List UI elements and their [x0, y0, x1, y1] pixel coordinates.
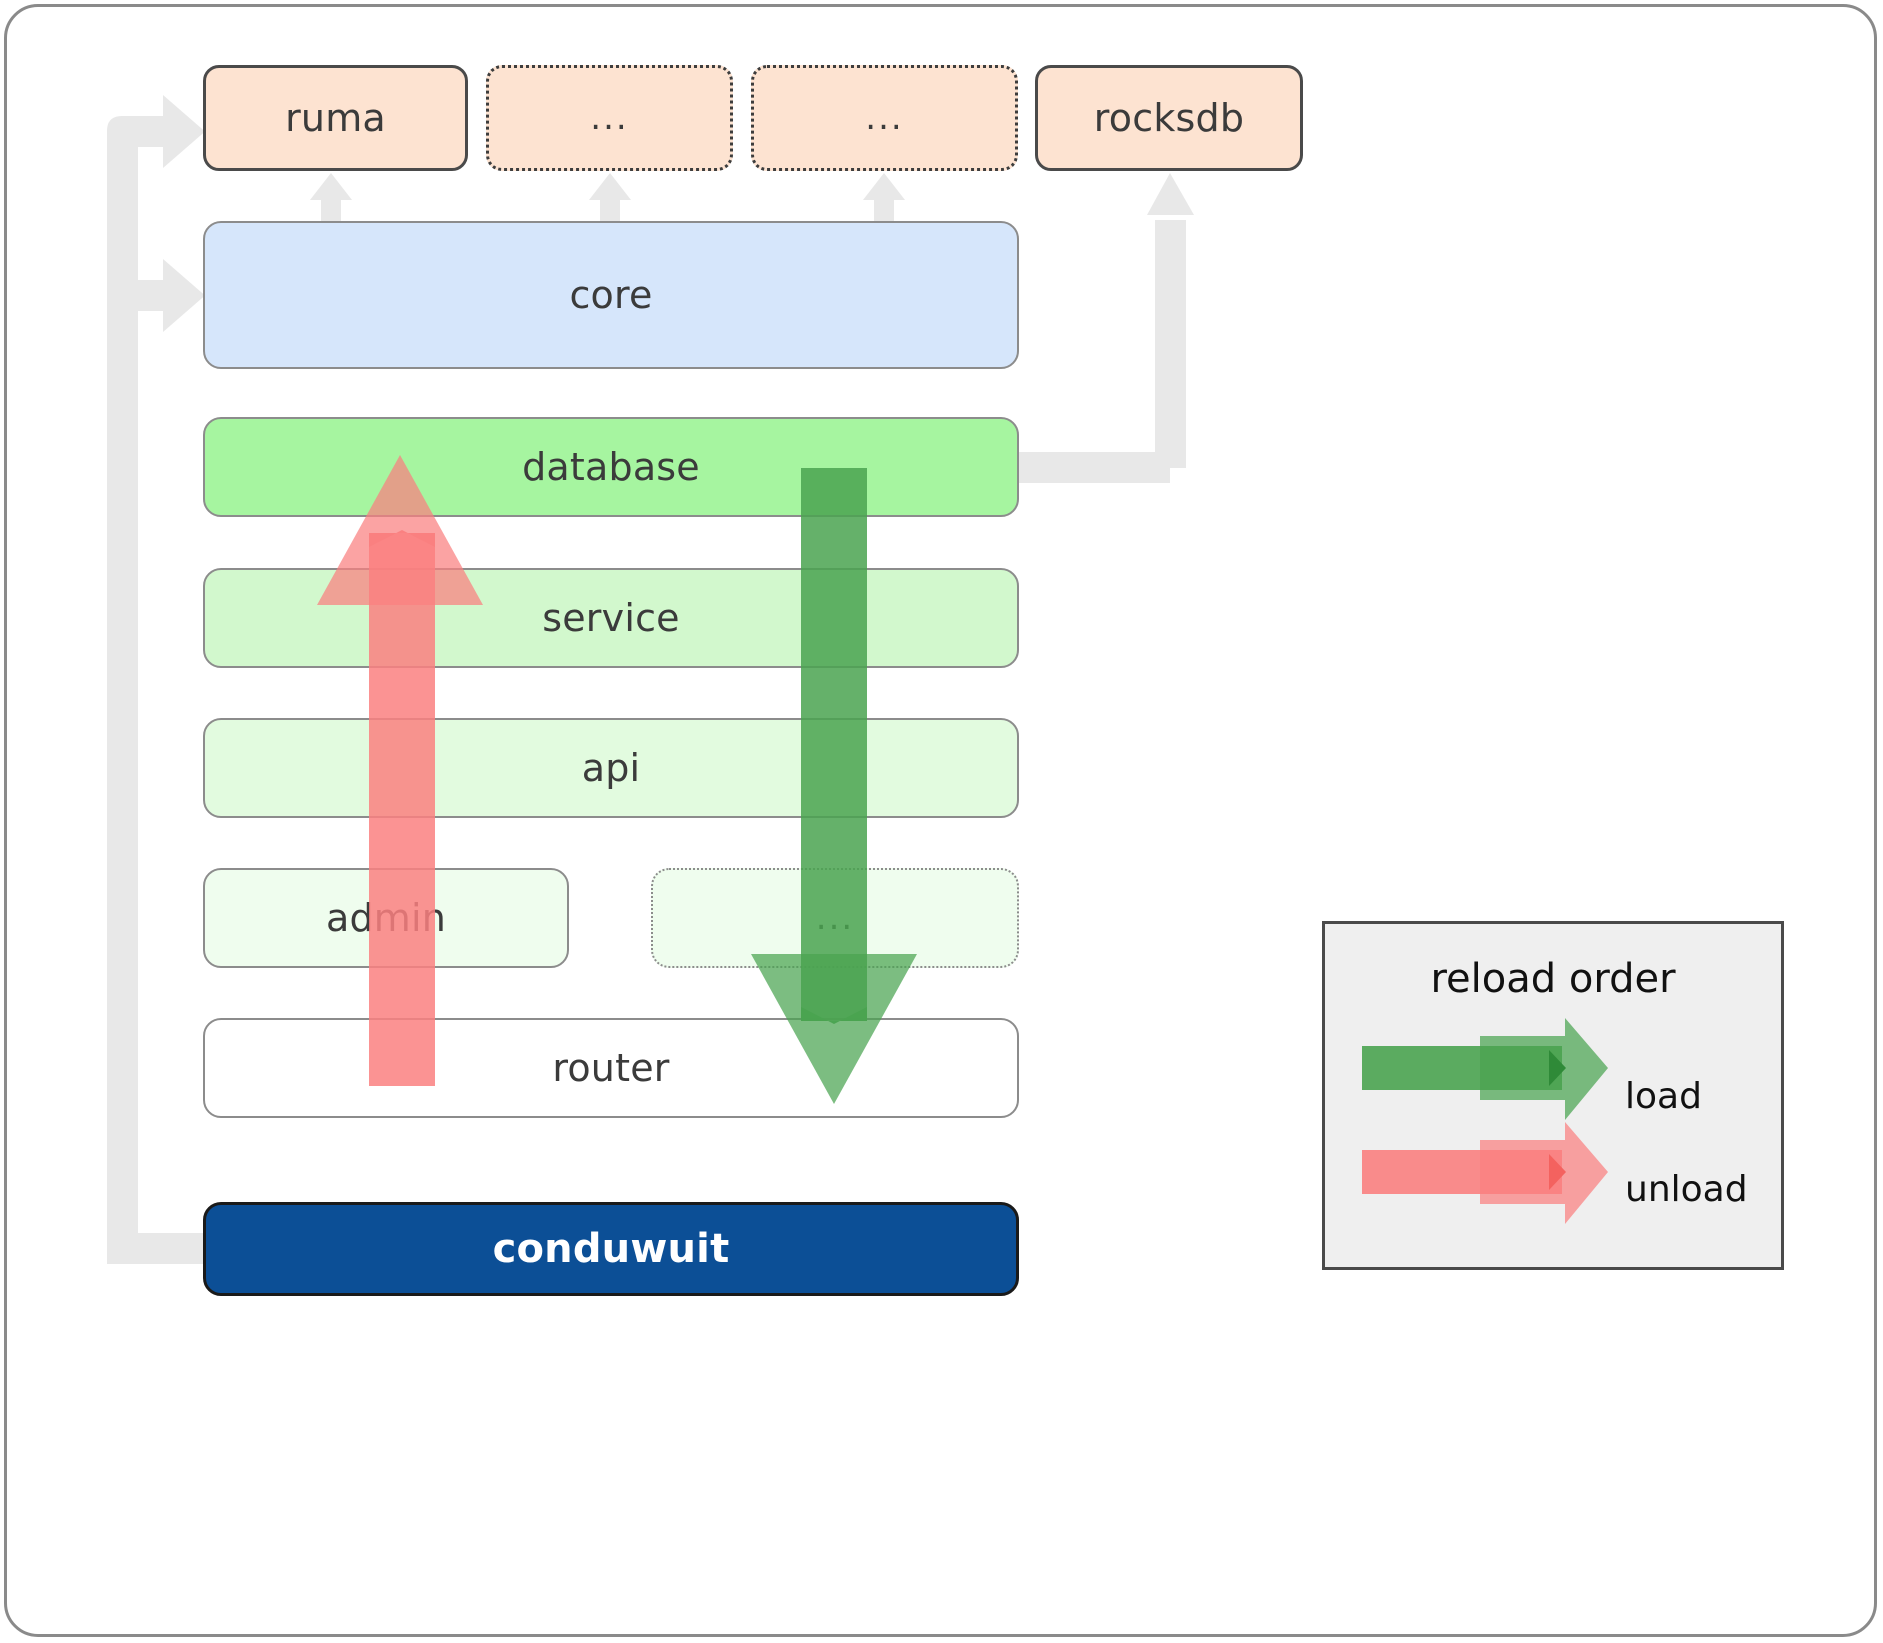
- legend-label-unload: unload: [1625, 1169, 1748, 1210]
- crate-label: core: [569, 273, 653, 317]
- dependency-box-ruma[interactable]: ruma: [203, 65, 468, 171]
- legend-title: reload order: [1430, 956, 1676, 1002]
- crate-box-database[interactable]: database: [203, 417, 1019, 517]
- legend-unload-arrow: [1362, 1122, 1608, 1224]
- crate-box-api[interactable]: api: [203, 718, 1019, 818]
- unload-arrowhead: [317, 455, 483, 605]
- connector-core-to-ruma: [310, 173, 352, 221]
- legend-unload-notch: [1549, 1154, 1566, 1190]
- legend-load-notch: [1549, 1050, 1566, 1086]
- dependency-label: ...: [865, 98, 904, 138]
- root-box-conduwuit[interactable]: conduwuit: [203, 1202, 1019, 1296]
- crate-label: database: [522, 445, 700, 489]
- load-flow-arrow: [751, 468, 917, 1104]
- crate-label: api: [581, 746, 641, 790]
- legend-unload-shaft: [1362, 1150, 1562, 1194]
- dependency-label: ruma: [285, 96, 386, 140]
- connector-core-to-dep-2: [589, 173, 631, 221]
- dependency-label: rocksdb: [1093, 96, 1245, 140]
- unload-shaft: [369, 533, 435, 1086]
- legend-load-shaft: [1362, 1046, 1562, 1090]
- legend-label-load: load: [1625, 1076, 1702, 1117]
- crate-box-core[interactable]: core: [203, 221, 1019, 369]
- dependency-box-rocksdb[interactable]: rocksdb: [1035, 65, 1303, 171]
- legend-load-arrow: [1362, 1018, 1608, 1120]
- connector-database-to-rocksdb: [1019, 173, 1194, 483]
- dependency-box-placeholder-1[interactable]: ...: [486, 65, 733, 171]
- connector-core-to-dep-3: [863, 173, 905, 221]
- dependency-box-placeholder-2[interactable]: ...: [751, 65, 1018, 171]
- root-label: conduwuit: [492, 1226, 730, 1272]
- crate-label: service: [542, 596, 680, 640]
- unload-notch: [369, 530, 435, 547]
- load-arrowhead: [751, 954, 917, 1104]
- unload-flow-arrow: [317, 455, 483, 1086]
- connector-conduwuit-to-ruma-and-core: [107, 95, 205, 1264]
- load-shaft: [801, 468, 867, 1021]
- load-notch: [801, 1007, 867, 1024]
- crate-box-router[interactable]: router: [203, 1018, 1019, 1118]
- crate-label: router: [552, 1046, 670, 1090]
- dependency-label: ...: [590, 98, 629, 138]
